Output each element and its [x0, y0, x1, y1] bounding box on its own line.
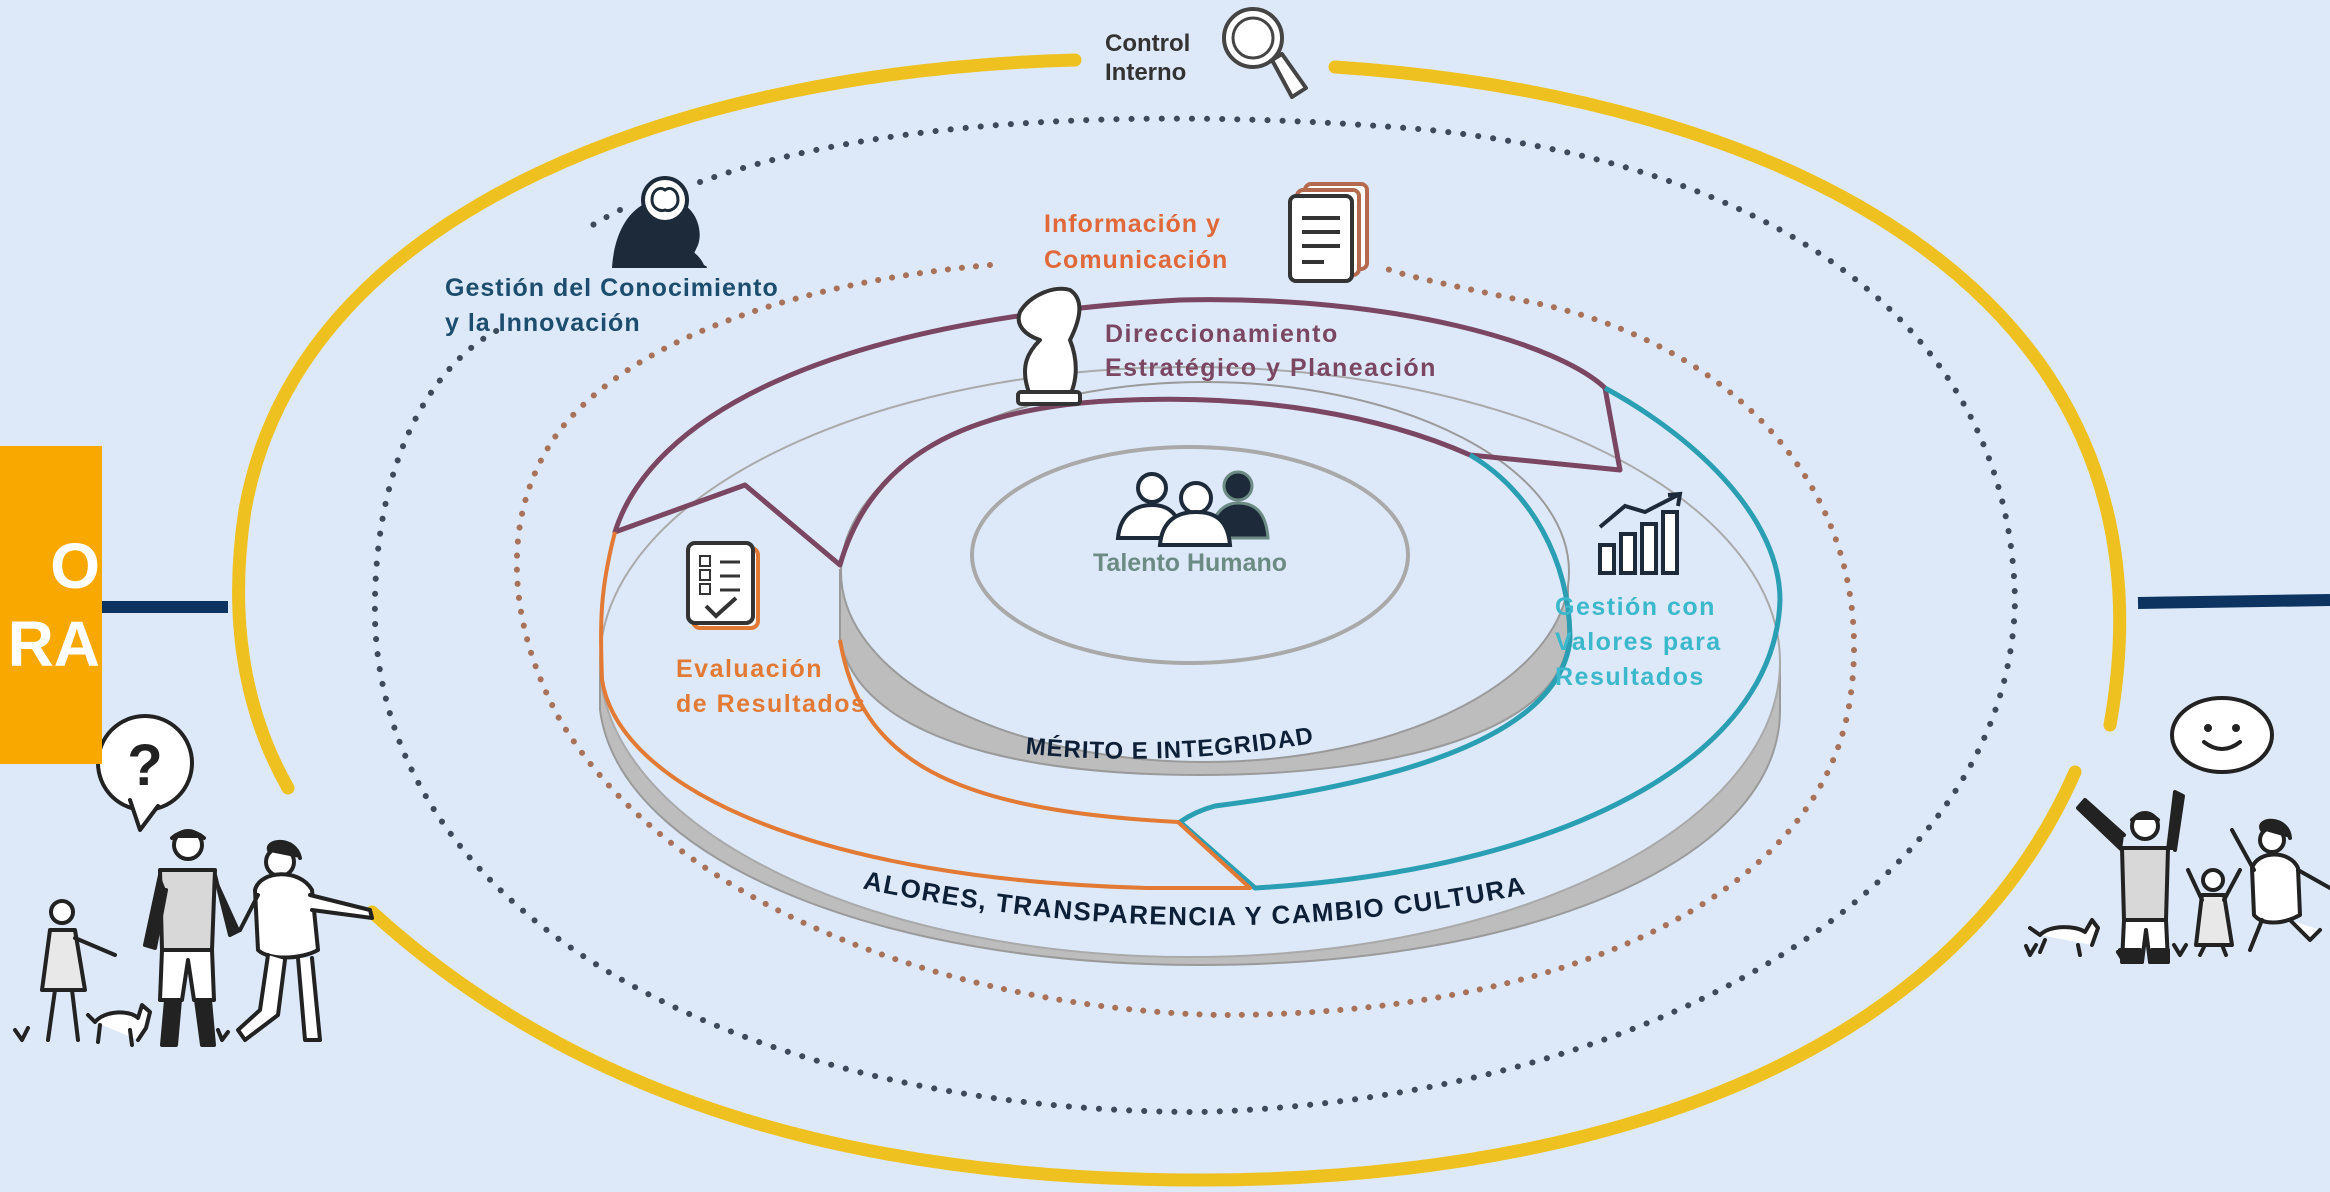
left-family: ? — [13, 714, 374, 1047]
direccionamiento-arrow — [612, 297, 1623, 568]
direccionamiento: Direccionamiento Estratégico y Planeació… — [1016, 286, 1437, 406]
control-interno-line2: Interno — [1105, 59, 1186, 86]
gestion-valores-line2: Valores para — [1555, 628, 1722, 656]
outer-ring-top-right-arc — [1328, 60, 2127, 732]
outer-ring-top-left-arc — [232, 53, 1082, 795]
gestion-valores-line3: Resultados — [1555, 663, 1705, 691]
informacion-line1: Información y — [1044, 210, 1221, 238]
magnifier-icon — [1222, 7, 1308, 99]
side-title-line1: O — [50, 530, 100, 602]
conocimiento-line1: Gestión del Conocimiento — [445, 274, 779, 302]
evaluacion-arrow — [599, 531, 1252, 890]
conocimiento-line2: y la Innovación — [445, 309, 641, 337]
gestion-valores: Gestión con Valores para Resultados — [1555, 491, 1722, 691]
right-navy-line — [2137, 594, 2330, 609]
talento-ellipse — [970, 445, 1410, 665]
smiley-bubble-icon — [2170, 696, 2274, 774]
documents-icon — [1288, 182, 1369, 283]
side-title-line2: RA — [7, 608, 100, 680]
question-bubble-text: ? — [127, 733, 162, 798]
control-interno-line1: Control — [1105, 30, 1190, 57]
chess-knight-icon — [1016, 286, 1082, 406]
outer-ring-bottom-arc — [365, 765, 2082, 1187]
evaluacion: Evaluación de Resultados — [676, 541, 866, 718]
question-bubble-icon: ? — [96, 714, 194, 832]
talento-label: Talento Humano — [1093, 549, 1287, 577]
dotted-ring-dark — [371, 115, 2019, 1116]
gestion-valores-line1: Gestión con — [1555, 593, 1716, 621]
evaluacion-line2: de Resultados — [676, 690, 866, 718]
direccionamiento-line2: Estratégico y Planeación — [1105, 354, 1437, 382]
brain-head-icon — [612, 176, 708, 268]
outer-ring — [232, 53, 2127, 1187]
checklist-icon — [686, 541, 760, 630]
evaluacion-line1: Evaluación — [676, 655, 823, 683]
conocimiento: Gestión del Conocimiento y la Innovación — [445, 176, 779, 337]
right-family — [2024, 696, 2330, 964]
informacion: Información y Comunicación — [1044, 182, 1369, 283]
informacion-line2: Comunicación — [1044, 246, 1228, 274]
control-interno: Control Interno — [1105, 7, 1308, 99]
side-title-box: O RA — [0, 446, 102, 764]
direccionamiento-line1: Direccionamiento — [1105, 320, 1339, 348]
people-group-icon — [1115, 470, 1270, 547]
talento: Talento Humano — [1093, 470, 1287, 577]
bar-chart-icon — [1598, 491, 1683, 575]
